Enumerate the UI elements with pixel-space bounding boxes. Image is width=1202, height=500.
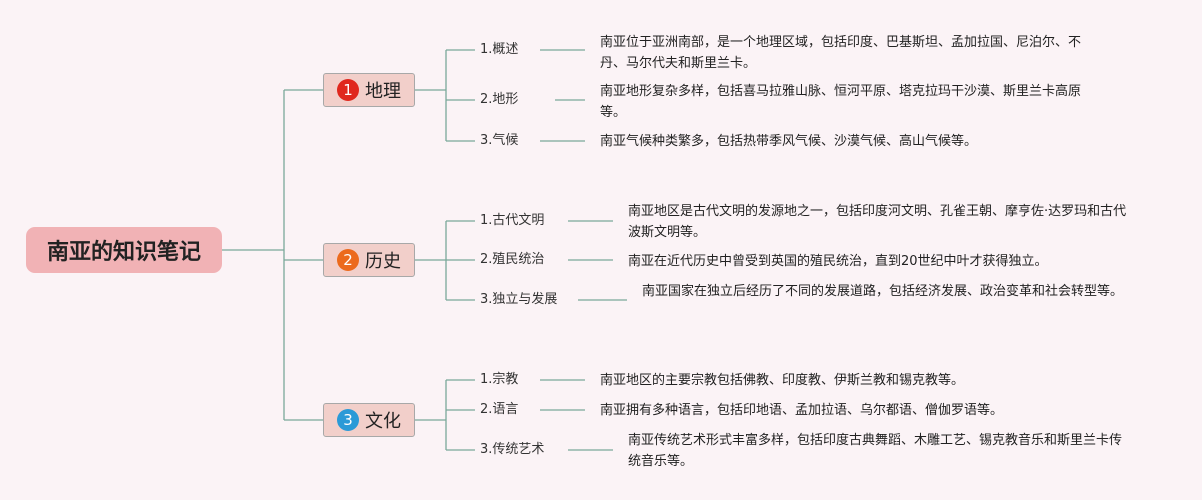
topic-description: 南亚传统艺术形式丰富多样，包括印度古典舞蹈、木雕工艺、锡克教音乐和斯里兰卡传统音…: [628, 433, 1123, 469]
topic-description: 南亚地区的主要宗教包括佛教、印度教、伊斯兰教和锡克教等。: [600, 373, 965, 388]
number-badge-icon: 1: [337, 79, 359, 101]
branch-label: 地理: [365, 81, 401, 102]
topic-label[interactable]: 3.气候: [480, 133, 519, 148]
number-badge-icon: 3: [337, 409, 359, 431]
topic-description: 南亚地区是古代文明的发源地之一，包括印度河文明、孔雀王朝、摩亨佐·达罗玛和古代波…: [628, 204, 1127, 240]
topic-label[interactable]: 1.概述: [480, 42, 519, 57]
topic-label[interactable]: 1.宗教: [480, 372, 519, 387]
topic-label[interactable]: 1.古代文明: [480, 213, 545, 228]
number-badge-icon: 2: [337, 249, 359, 271]
branch-label: 文化: [365, 411, 401, 432]
topic-description: 南亚地形复杂多样，包括喜马拉雅山脉、恒河平原、塔克拉玛干沙漠、斯里兰卡高原等。: [600, 84, 1082, 120]
topic-label[interactable]: 3.独立与发展: [480, 292, 558, 307]
root-title: 南亚的知识笔记: [46, 240, 201, 265]
branch-node-history[interactable]: 2 历史: [323, 243, 415, 277]
topic-description: 南亚拥有多种语言，包括印地语、孟加拉语、乌尔都语、僧伽罗语等。: [600, 403, 1004, 418]
topic-description: 南亚位于亚洲南部，是一个地理区域，包括印度、巴基斯坦、孟加拉国、尼泊尔、不丹、马…: [600, 35, 1082, 71]
topic-label[interactable]: 2.地形: [480, 92, 519, 107]
topic-label[interactable]: 2.殖民统治: [480, 252, 545, 267]
branch-node-culture[interactable]: 3 文化: [323, 403, 415, 437]
topic-description: 南亚国家在独立后经历了不同的发展道路，包括经济发展、政治变革和社会转型等。: [642, 284, 1124, 299]
topic-description: 南亚气候种类繁多，包括热带季风气候、沙漠气候、高山气候等。: [600, 134, 978, 149]
branch-node-geography[interactable]: 1 地理: [323, 73, 415, 107]
topic-description: 南亚在近代历史中曾受到英国的殖民统治，直到20世纪中叶才获得独立。: [628, 254, 1048, 269]
branch-label: 历史: [365, 251, 401, 272]
topic-label[interactable]: 2.语言: [480, 402, 519, 417]
root-node[interactable]: 南亚的知识笔记: [26, 227, 222, 273]
topic-label[interactable]: 3.传统艺术: [480, 442, 545, 457]
